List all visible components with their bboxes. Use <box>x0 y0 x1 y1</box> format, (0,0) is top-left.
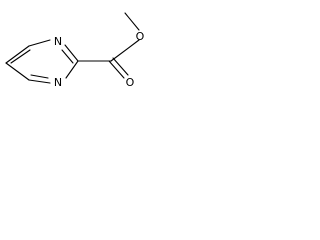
ring-bond-c6-n1-inner <box>30 74 49 79</box>
ring-bond-n3-c2-inner <box>61 49 74 64</box>
atom-n-top: N <box>54 35 62 48</box>
ring-bond-n3-c2 <box>64 44 79 62</box>
ring-bond-c5-c4 <box>5 45 30 64</box>
ring-bond-c4-n3 <box>28 39 51 47</box>
ring-bond-c6-c5 <box>5 62 30 81</box>
ring-bond-c2-n1 <box>65 60 79 79</box>
bond-carbonyl-double-2 <box>112 57 129 76</box>
methyl-pyrimidine-carboxylate-structure: N N O O <box>5 12 145 89</box>
ring-bond-c5-c4-inner <box>10 49 31 64</box>
atom-o-carbonyl: O <box>126 76 135 89</box>
ring-bond-n1-c6 <box>28 79 51 84</box>
bond-carbonyl-double-1 <box>108 60 125 79</box>
atom-o-ester: O <box>136 30 145 43</box>
atom-n-bottom: N <box>54 76 62 89</box>
bond-o-methyl <box>124 12 140 31</box>
bond-carbonyl-c-o-ester <box>110 39 140 62</box>
